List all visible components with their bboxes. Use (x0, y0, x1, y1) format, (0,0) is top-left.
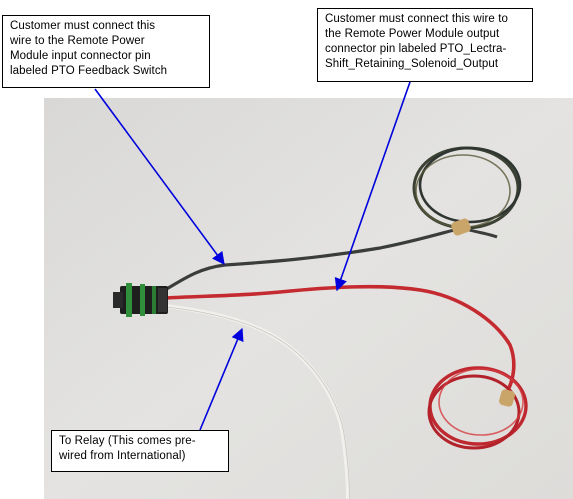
arrow-to-red-wire (334, 81, 411, 292)
white-wire (163, 304, 350, 499)
arrow-to-black-wire (94, 88, 225, 266)
callout-relay: To Relay (This comes pre- wired from Int… (51, 430, 229, 472)
callout-feedback-switch: Customer must connect this wire to the R… (2, 15, 210, 88)
wire-tie (499, 389, 515, 407)
black-wire (163, 146, 522, 292)
connector (113, 283, 168, 317)
wire-tie (451, 218, 471, 236)
red-wire (163, 284, 528, 450)
annotation-arrows (94, 81, 411, 431)
callout-retaining-solenoid: Customer must connect this wire to the R… (317, 8, 533, 82)
arrow-to-white-wire (199, 327, 244, 431)
